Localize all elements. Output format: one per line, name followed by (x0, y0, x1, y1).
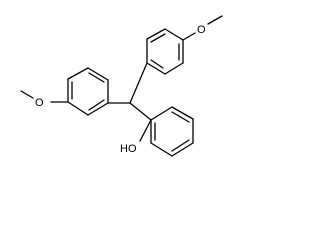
oxygen-label-top: O (197, 24, 206, 36)
structure-diagram: O O HO (20, 15, 223, 157)
methoxy-left (20, 90, 69, 103)
methoxy-top (182, 15, 223, 41)
structure-svg: O O HO (20, 15, 223, 157)
ring-phenyl (150, 106, 194, 157)
hydroxyl-label: HO (120, 143, 137, 155)
oxygen-label-left: O (35, 97, 44, 109)
ring-top-methoxyphenyl (146, 28, 184, 75)
backbone (107, 62, 152, 142)
ring-left-methoxyphenyl (67, 67, 109, 116)
